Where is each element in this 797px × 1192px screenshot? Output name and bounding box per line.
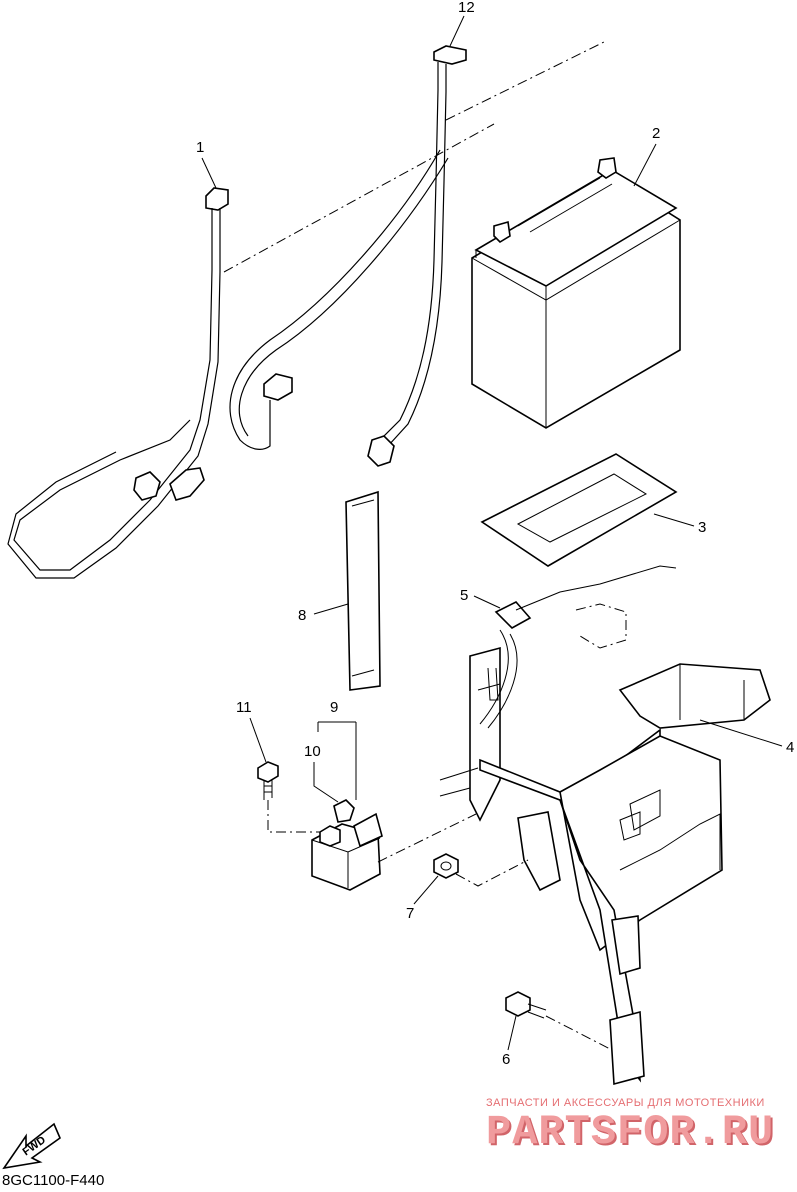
part-7-nut [433, 853, 459, 879]
part-9-starter-relay [311, 799, 383, 891]
leader-6 [545, 1015, 613, 1051]
part-2-battery [471, 157, 681, 429]
callout-6: 6 [502, 1015, 517, 1068]
callout-5: 5 [460, 587, 501, 609]
callout-label: 8 [298, 607, 306, 624]
leader-11 [267, 800, 320, 833]
part-5-clip [494, 601, 532, 629]
callout-label: 5 [460, 587, 468, 604]
callout-label: 7 [406, 905, 414, 922]
callout-label: 10 [304, 743, 321, 760]
part-12-positive-lead [367, 45, 467, 467]
watermark-tagline: ЗАПЧАСТИ И АКСЕССУАРЫ ДЛЯ МОТОТЕХНИКИ [486, 1097, 765, 1109]
part-3-battery-pad [480, 453, 678, 567]
callout-7: 7 [406, 875, 439, 922]
callout-label: 6 [502, 1051, 510, 1068]
callout-12: 12 [449, 0, 475, 47]
watermark-brand: PARTSFOR.RU [486, 1108, 775, 1156]
callout-11: 11 [236, 699, 267, 763]
callout-4: 4 [699, 719, 794, 756]
callout-label: 2 [652, 125, 660, 142]
part-6-bolt [505, 991, 547, 1019]
callout-9: 9 [317, 699, 357, 800]
leader-7 [455, 859, 529, 887]
part-1-negative-lead [7, 149, 449, 579]
callout-label: 9 [330, 699, 338, 716]
fwd-arrow-icon: FWD [2, 1122, 61, 1170]
leader-9 [377, 813, 477, 863]
callout-3: 3 [653, 513, 706, 536]
callout-1: 1 [196, 139, 217, 189]
callout-label: 4 [786, 739, 794, 756]
part-11-bolt [257, 761, 279, 800]
callout-label: 11 [236, 699, 252, 716]
leader-1 [223, 123, 495, 273]
callout-2: 2 [633, 125, 660, 187]
callout-10: 10 [304, 743, 339, 803]
callout-8: 8 [298, 603, 349, 624]
part-4-battery-box [439, 565, 771, 1086]
diagram-code: 8GC1100-F440 [2, 1172, 105, 1189]
callout-label: 1 [196, 139, 204, 156]
leader-12 [445, 41, 605, 121]
callout-label: 3 [698, 519, 706, 536]
callout-label: 12 [458, 0, 475, 16]
part-8-battery-band [345, 490, 381, 691]
